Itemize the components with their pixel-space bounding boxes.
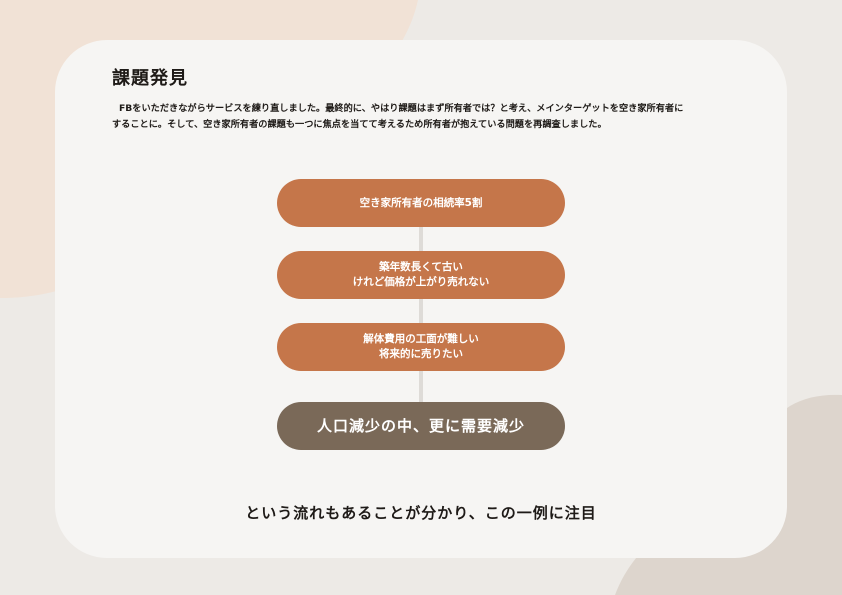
flow-step-text: 解体費用の工面が難しい <box>363 333 479 345</box>
flow-step-inheritance: 空き家所有者の相続率5割 <box>277 179 565 227</box>
intro-line-2: することに。そして、空き家所有者の課題も一つに焦点を当てて考えるため所有者が抱え… <box>112 118 607 130</box>
flow-result-demand-decline: 人口減少の中、更に需要減少 <box>277 402 565 450</box>
flow-step-old-building: 築年数長くて古い けれど価格が上がり売れない <box>277 251 565 299</box>
flow-step-text: 築年数長くて古い <box>379 261 463 273</box>
flow-step-text: 将来的に売りたい <box>379 348 463 360</box>
flow-step-demolition-cost: 解体費用の工面が難しい 将来的に売りたい <box>277 323 565 371</box>
flow-connector <box>419 371 423 402</box>
page-title: 課題発見 <box>112 68 188 89</box>
intro-paragraph: FBをいただきながらサービスを練り直しました。最終的に、やはり課題はまず所有者で… <box>112 101 762 132</box>
intro-line-1: FBをいただきながらサービスを練り直しました。最終的に、やはり課題はまず所有者で… <box>119 103 684 114</box>
flow-result-text: 人口減少の中、更に需要減少 <box>316 416 525 435</box>
flow-connector <box>419 227 423 251</box>
flow-step-text: 空き家所有者の相続率5割 <box>359 196 483 209</box>
flow-step-text: けれど価格が上がり売れない <box>352 276 490 288</box>
flow-connector <box>419 299 423 323</box>
conclusion-text: という流れもあることが分かり、この一例に注目 <box>245 504 597 522</box>
